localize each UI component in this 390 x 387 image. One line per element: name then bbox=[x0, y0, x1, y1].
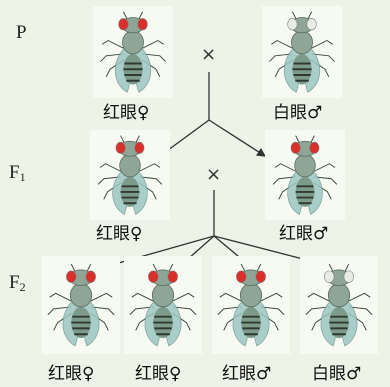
caption-p-female: 红眼♀ bbox=[103, 98, 149, 123]
p-to-f1-male-arrow bbox=[209, 120, 265, 156]
fruit-fly-illustration bbox=[93, 6, 173, 98]
fruit-fly-illustration bbox=[212, 256, 290, 354]
caption-f1-male: 红眼♂ bbox=[279, 219, 328, 244]
thorax bbox=[70, 284, 91, 307]
thorax bbox=[122, 31, 143, 54]
eye-right bbox=[86, 271, 96, 283]
thorax bbox=[240, 284, 261, 307]
eye-left bbox=[324, 271, 334, 283]
caption-f2-1: 红眼♀ bbox=[48, 359, 94, 384]
fruit-fly-illustration bbox=[90, 130, 170, 220]
fly-f2-1 bbox=[42, 256, 120, 354]
eye-right bbox=[168, 271, 178, 283]
thorax bbox=[328, 284, 349, 307]
fruit-fly-illustration bbox=[265, 130, 345, 220]
fly-f2-4 bbox=[300, 256, 378, 354]
eye-right bbox=[307, 18, 317, 30]
fruit-fly-illustration bbox=[42, 256, 120, 354]
eye-right bbox=[344, 271, 354, 283]
thorax bbox=[152, 284, 173, 307]
eye-right bbox=[138, 18, 148, 30]
caption-f1-female: 红眼♀ bbox=[96, 219, 142, 244]
caption-f2-3: 红眼♂ bbox=[222, 359, 271, 384]
caption-f2-4: 白眼♂ bbox=[312, 359, 361, 384]
thorax bbox=[295, 154, 316, 177]
fly-f2-2 bbox=[124, 256, 202, 354]
eye-right bbox=[135, 142, 144, 153]
eye-left bbox=[119, 18, 129, 30]
fly-f1-female bbox=[90, 130, 170, 220]
eye-left bbox=[291, 142, 300, 153]
caption-p-male: 白眼♂ bbox=[273, 98, 322, 123]
eye-right bbox=[256, 271, 266, 283]
fly-p-female bbox=[93, 6, 173, 98]
eye-right bbox=[310, 142, 319, 153]
fruit-fly-illustration bbox=[124, 256, 202, 354]
eye-left bbox=[288, 18, 298, 30]
eye-left bbox=[66, 271, 76, 283]
fruit-fly-illustration bbox=[300, 256, 378, 354]
fly-p-male bbox=[262, 6, 342, 98]
eye-left bbox=[116, 142, 125, 153]
caption-f2-2: 红眼♀ bbox=[135, 359, 181, 384]
fly-f1-male bbox=[265, 130, 345, 220]
thorax bbox=[120, 154, 141, 177]
fruit-fly-illustration bbox=[262, 6, 342, 98]
fly-f2-3 bbox=[212, 256, 290, 354]
eye-left bbox=[148, 271, 158, 283]
eye-left bbox=[236, 271, 246, 283]
thorax bbox=[291, 31, 312, 54]
